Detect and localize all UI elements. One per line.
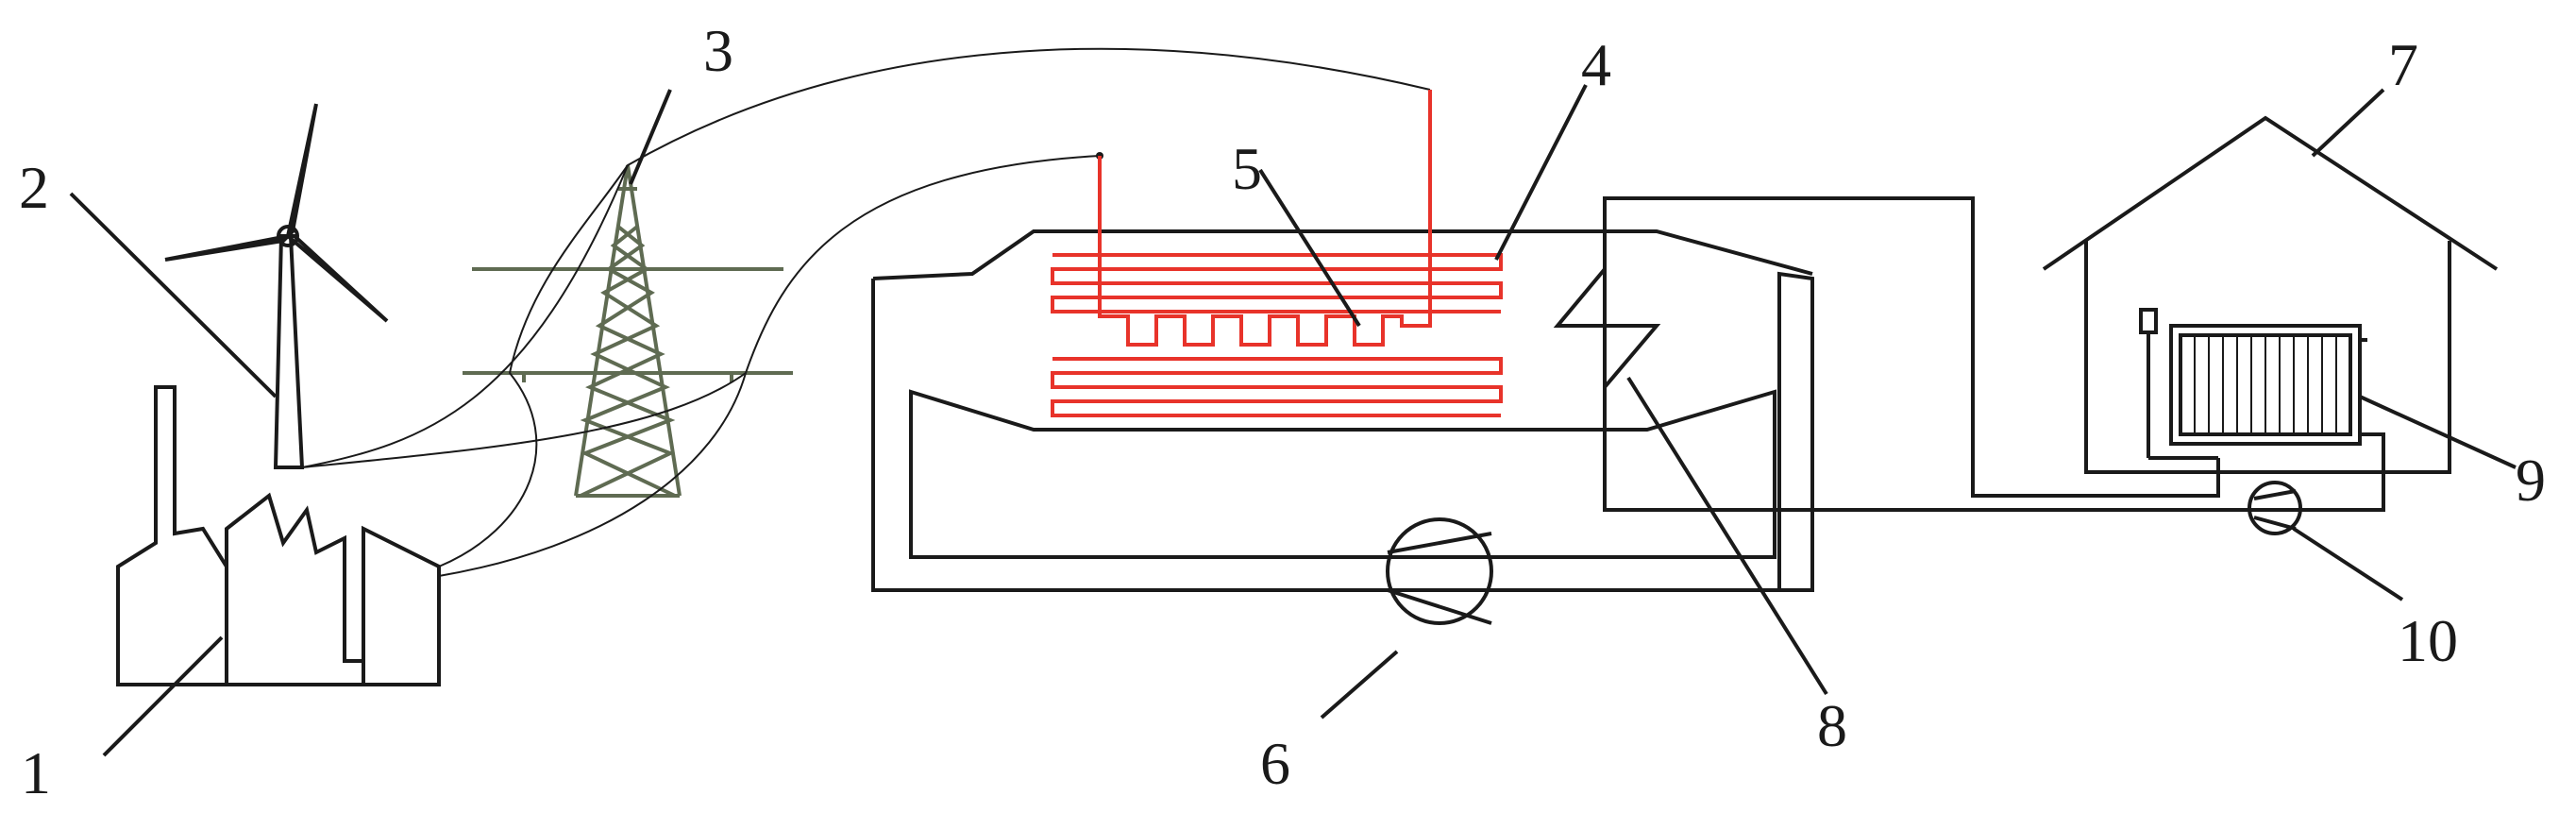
radiator (2139, 308, 2379, 460)
label-9: 9 (2516, 447, 2546, 514)
circulation-pump (1386, 517, 1493, 625)
label-4: 4 (1581, 31, 1611, 98)
label-10: 10 (2398, 607, 2458, 674)
label-5: 5 (1232, 135, 1262, 202)
wind-turbine (164, 103, 389, 469)
heating-element (1051, 90, 1503, 417)
label-2: 2 (19, 154, 49, 221)
power-tower (463, 164, 793, 498)
house (2042, 115, 2499, 474)
label-6: 6 (1260, 730, 1290, 797)
storage-tank (871, 229, 1814, 592)
label-8: 8 (1817, 692, 1847, 759)
leader-lines (69, 84, 2517, 757)
label-1: 1 (21, 739, 51, 806)
label-7: 7 (2388, 31, 2418, 98)
power-cables (301, 47, 1431, 577)
factory (116, 385, 441, 686)
label-3: 3 (703, 17, 733, 84)
small-pump (2248, 481, 2302, 535)
